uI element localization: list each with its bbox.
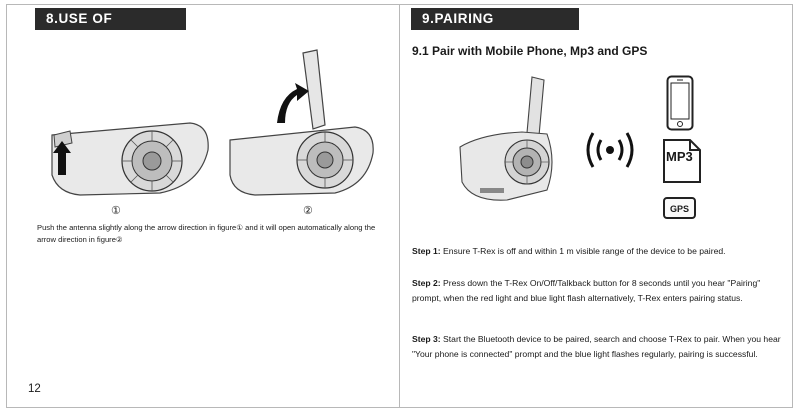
mp3-label: MP3	[666, 149, 693, 164]
step-2: Step 2: Press down the T-Rex On/Off/Talk…	[412, 276, 782, 305]
mp3-file-icon	[663, 139, 701, 183]
step-1-text: Ensure T-Rex is off and within 1 m visib…	[440, 246, 726, 256]
figure-1-headset-illustration	[51, 122, 209, 196]
step-2-text: Press down the T-Rex On/Off/Talkback but…	[412, 278, 761, 303]
headset-illustration	[459, 76, 553, 201]
step-3: Step 3: Start the Bluetooth device to be…	[412, 332, 782, 361]
gps-label: GPS	[669, 204, 689, 214]
section-header-antenna: 8.USE OF ANTENNA	[35, 8, 186, 48]
mobile-phone-icon	[666, 75, 694, 131]
figure-1-label: ①	[111, 205, 121, 217]
step-3-label: Step 3:	[412, 334, 441, 344]
step-1-label: Step 1:	[412, 246, 441, 256]
figure-2-headset-illustration	[229, 49, 374, 196]
pairing-subheader: 9.1 Pair with Mobile Phone, Mp3 and GPS	[412, 44, 648, 58]
gps-icon: GPS	[663, 197, 696, 219]
page-number: 12	[28, 383, 41, 395]
column-divider	[399, 4, 400, 408]
section-header-pairing: 9.PAIRING PROCEDURE	[411, 8, 579, 48]
wireless-signal-icon	[586, 132, 634, 168]
step-1: Step 1: Ensure T-Rex is off and within 1…	[412, 244, 782, 259]
step-3-text: Start the Bluetooth device to be paired,…	[412, 334, 781, 359]
step-2-label: Step 2:	[412, 278, 441, 288]
antenna-caption: Push the antenna slightly along the arro…	[37, 223, 376, 244]
figure-2-label: ②	[303, 205, 313, 217]
